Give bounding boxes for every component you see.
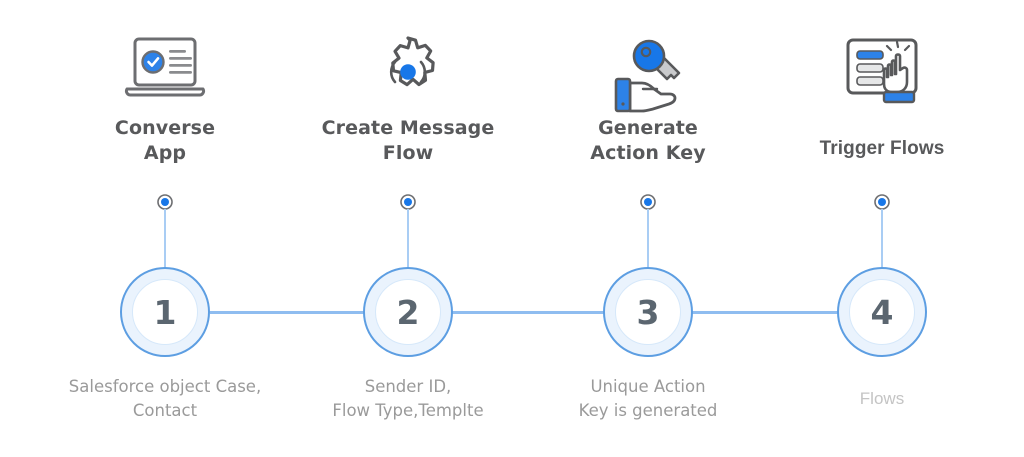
step-title-line2: Action Key — [590, 142, 706, 164]
step-number: 4 — [870, 292, 894, 332]
marker-dot — [640, 194, 656, 210]
step-number: 2 — [396, 292, 420, 332]
stem-line — [164, 209, 166, 269]
step-title-line1: Create Message — [321, 117, 495, 139]
step-title: Converse App — [45, 116, 285, 166]
step-number-inner: 4 — [849, 279, 915, 345]
stem-line — [881, 209, 883, 269]
step-number-circle[interactable]: 3 — [603, 267, 693, 357]
step-number-inner: 2 — [375, 279, 441, 345]
step-caption: Unique Action Key is generated — [518, 375, 778, 423]
step-caption: Flows — [752, 387, 1012, 411]
step-caption-line2: Key is generated — [578, 401, 718, 420]
step-number: 1 — [153, 292, 177, 332]
step-title-line2: Flow — [382, 142, 434, 164]
marker-dot — [157, 194, 173, 210]
step-caption-line2: Contact — [132, 401, 198, 420]
step-title-line2: App — [143, 142, 187, 164]
hand-key-icon — [528, 28, 768, 120]
connector-2-3 — [452, 311, 605, 314]
click-screen-icon — [762, 28, 1002, 120]
step-number-circle[interactable]: 2 — [363, 267, 453, 357]
step-number-inner: 3 — [615, 279, 681, 345]
step-title: Trigger Flows — [762, 136, 1002, 161]
step-caption-line1: Salesforce object Case, — [68, 377, 262, 396]
step-number-circle[interactable]: 1 — [120, 267, 210, 357]
step-2[interactable]: Create Message Flow 2 Sender ID, Flow Ty… — [288, 0, 528, 457]
step-number-inner: 1 — [132, 279, 198, 345]
step-4[interactable]: Trigger Flows 4 Flows — [762, 0, 1002, 457]
step-title-line1: Trigger Flows — [819, 138, 945, 159]
step-caption-line2: Flow Type,Templte — [332, 401, 484, 420]
step-number-circle[interactable]: 4 — [837, 267, 927, 357]
step-title: Create Message Flow — [288, 116, 528, 166]
connector-1-2 — [210, 311, 365, 314]
step-number: 3 — [636, 292, 660, 332]
step-3[interactable]: Generate Action Key 3 Unique Action Key … — [528, 0, 768, 457]
step-caption-line1: Unique Action — [590, 377, 706, 396]
marker-dot — [874, 194, 890, 210]
marker-dot — [400, 194, 416, 210]
step-caption: Sender ID, Flow Type,Templte — [278, 375, 538, 423]
step-caption-line1: Flows — [859, 389, 905, 408]
step-title-line1: Converse — [114, 117, 216, 139]
gear-settings-icon — [288, 28, 528, 120]
step-caption-line1: Sender ID, — [364, 377, 452, 396]
step-title-line1: Generate — [598, 117, 698, 139]
step-title: Generate Action Key — [528, 116, 768, 166]
step-1[interactable]: Converse App 1 Salesforce object Case, C… — [45, 0, 285, 457]
connector-3-4 — [692, 311, 840, 314]
step-caption: Salesforce object Case, Contact — [35, 375, 295, 423]
stem-line — [647, 209, 649, 269]
laptop-check-icon — [45, 28, 285, 120]
stem-line — [407, 209, 409, 269]
